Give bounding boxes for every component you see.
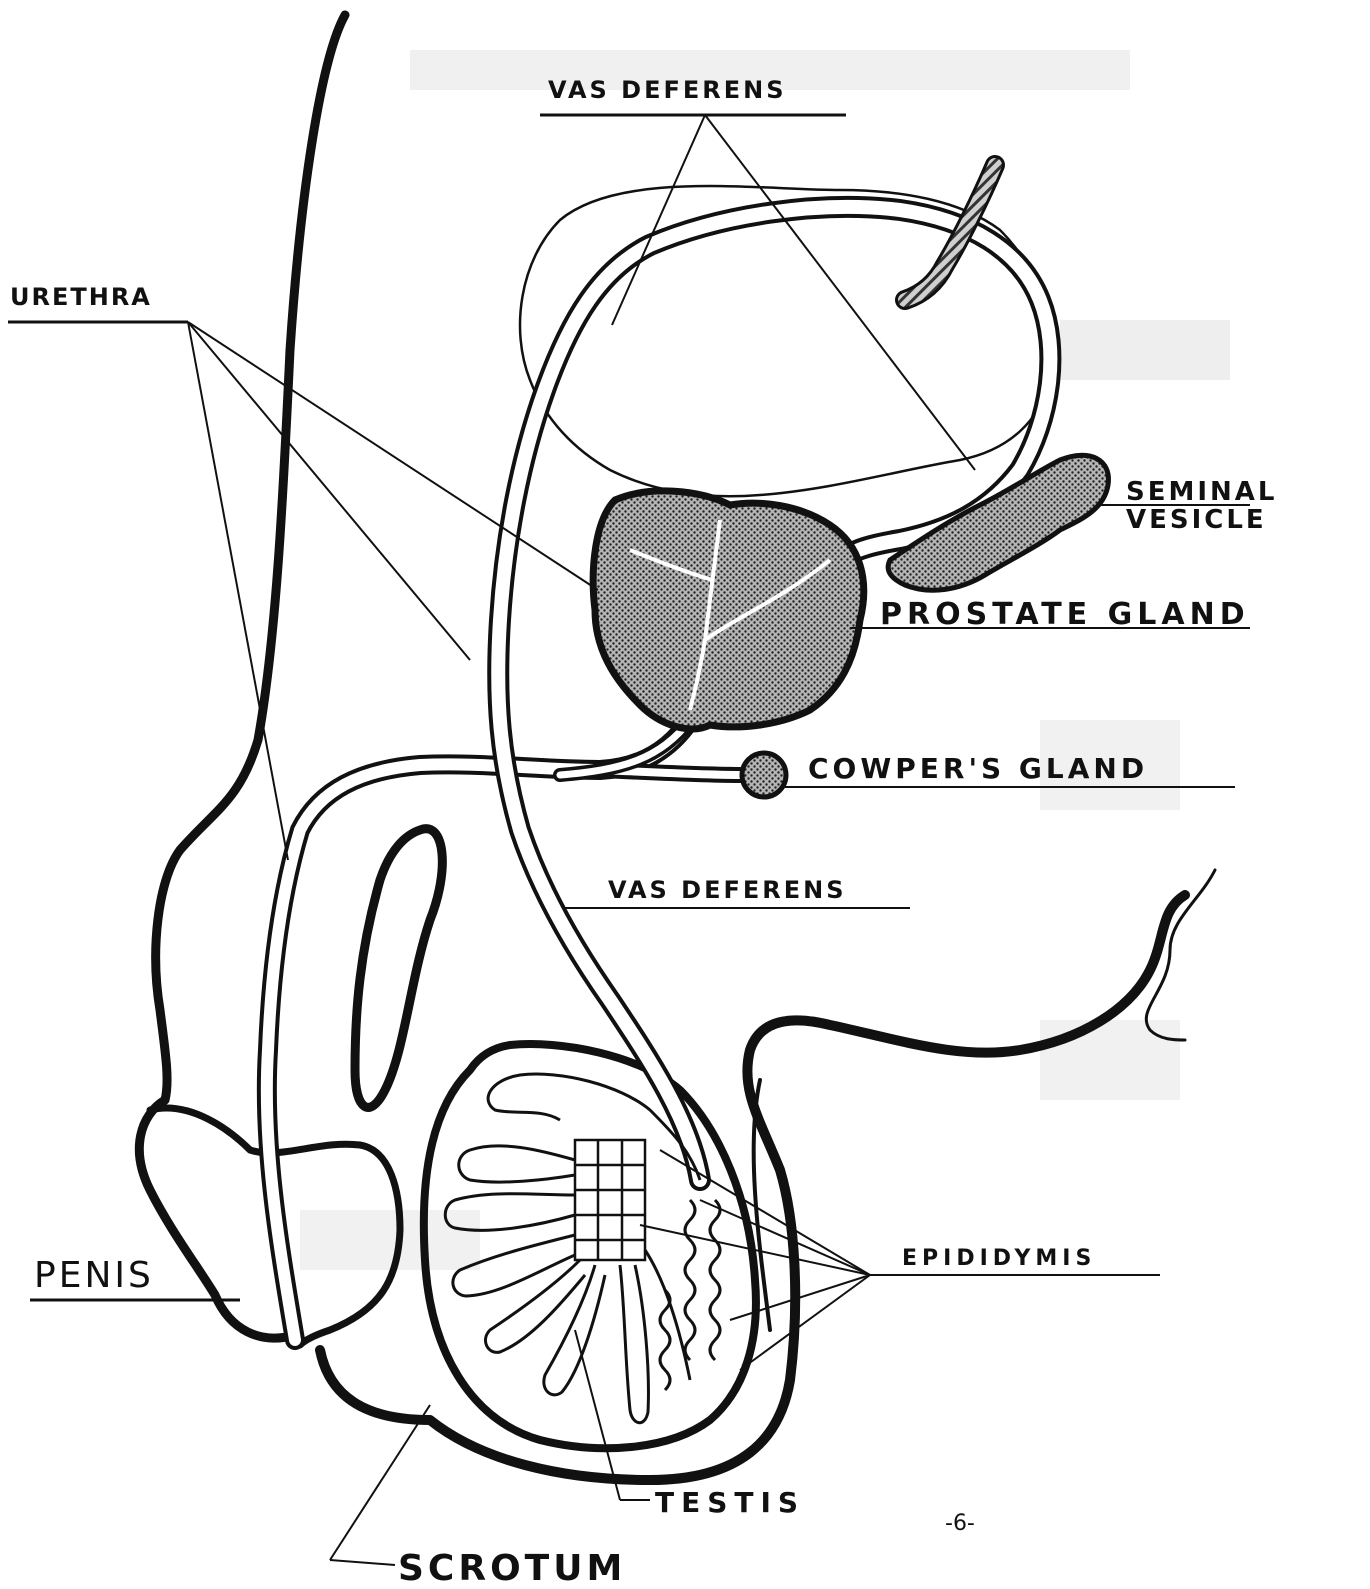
- cowpers-gland: [742, 753, 786, 797]
- scrotum-outline: [320, 895, 1185, 1480]
- label-penis: PENIS: [34, 1255, 154, 1296]
- rete-testis: [575, 1140, 645, 1260]
- label-cowpers-gland: COWPER'S GLAND: [808, 752, 1148, 785]
- label-testis: TESTIS: [655, 1486, 805, 1519]
- label-vas-deferens-lower: VAS DEFERENS: [608, 876, 847, 904]
- prostate-gland: [593, 491, 864, 729]
- label-scrotum: SCROTUM: [398, 1548, 626, 1589]
- label-seminal-vesicle-line2: VESICLE: [1126, 505, 1267, 535]
- testis-lobules: [445, 1146, 690, 1423]
- label-prostate-gland: PROSTATE GLAND: [880, 597, 1250, 632]
- body-wall-line: [156, 15, 345, 1100]
- label-epididymis: EPIDIDYMIS: [902, 1246, 1096, 1271]
- page-number: -6-: [945, 1511, 975, 1536]
- label-urethra: URETHRA: [10, 283, 152, 311]
- label-vas-deferens-top: VAS DEFERENS: [548, 76, 787, 104]
- seminal-vesicle: [888, 455, 1108, 590]
- label-seminal-vesicle-line1: SEMINAL: [1126, 477, 1277, 507]
- corpus-cavernosum: [355, 829, 442, 1108]
